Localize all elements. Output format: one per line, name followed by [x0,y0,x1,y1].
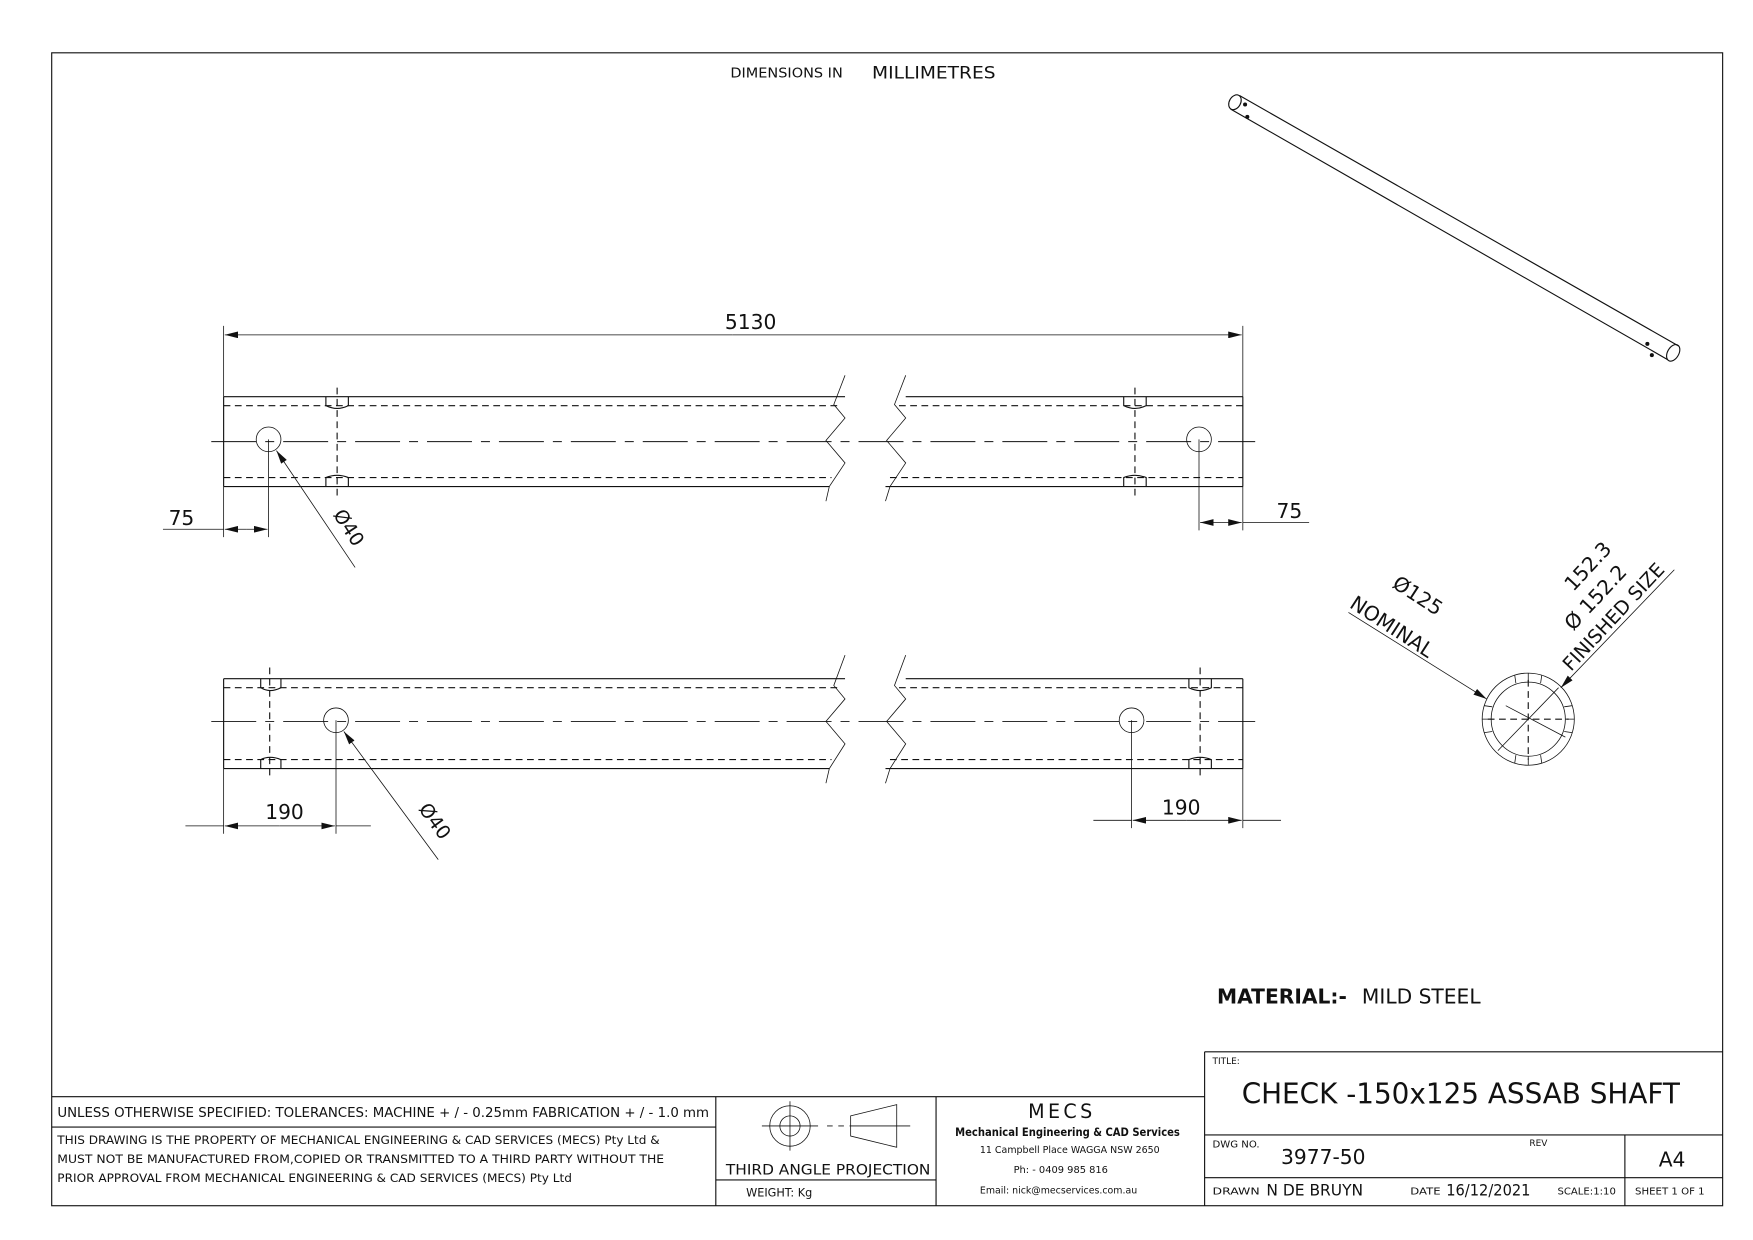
property-notice-line: THIS DRAWING IS THE PROPERTY OF MECHANIC… [56,1134,660,1147]
property-notice-line: MUST NOT BE MANUFACTURED FROM,COPIED OR … [57,1153,664,1166]
end-section-view: Ø125 NOMINAL 152.3 Ø 152.2 FINISHED SIZE [1346,537,1675,766]
weight-label: WEIGHT: Kg [746,1187,812,1200]
title-block: UNLESS OTHERWISE SPECIFIED: TOLERANCES: … [51,1051,1723,1206]
dim-overall-length: 5130 [725,310,776,334]
title-label: TITLE: [1211,1057,1239,1067]
tolerances-note: UNLESS OTHERWISE SPECIFIED: TOLERANCES: … [57,1106,709,1121]
projection-label: THIRD ANGLE PROJECTION [725,1161,931,1178]
property-notice-line: PRIOR APPROVAL FROM MECHANICAL ENGINEERI… [57,1172,572,1185]
dwg-no: 3977-50 [1281,1145,1365,1169]
isometric-view [1228,94,1681,362]
material-label: MATERIAL:- [1217,984,1347,1008]
drawing-title: CHECK -150x125 ASSAB SHAFT [1242,1077,1681,1110]
units-label: MILLIMETRES [872,63,996,83]
company-email: Email: nick@mecservices.com.au [980,1185,1137,1196]
drawn-by: N DE BRUYN [1266,1181,1363,1200]
material-value: MILD STEEL [1362,984,1481,1008]
date-label: DATE [1410,1186,1440,1197]
sheet-number: SHEET 1 OF 1 [1635,1186,1705,1197]
dwg-no-label: DWG NO. [1212,1139,1259,1150]
company-name: Mechanical Engineering & CAD Services [955,1125,1180,1139]
scale: SCALE:1:10 [1557,1186,1615,1197]
third-angle-projection-icon [761,1101,911,1151]
company-address: 11 Campbell Place WAGGA NSW 2650 [980,1145,1160,1156]
dim-bottom-right-offset: 190 [1162,796,1201,820]
top-view: 5130 75 Ø40 75 [162,310,1310,568]
sheet-border [51,52,1724,1207]
rev-label: REV [1529,1139,1548,1149]
dim-top-left-offset: 75 [169,506,195,530]
drawn-label: DRAWN [1212,1186,1259,1197]
dim-top-right-offset: 75 [1277,499,1303,523]
company-logo: MECS [1028,1100,1095,1123]
dim-nominal-dia: Ø125 [1388,571,1447,621]
units-prefix: DIMENSIONS IN [730,66,842,82]
drawing-date: 16/12/2021 [1446,1181,1530,1200]
company-phone: Ph: - 0409 985 816 [1014,1165,1108,1176]
dim-top-hole-dia: Ø40 [328,505,369,551]
dim-bottom-left-offset: 190 [265,800,304,824]
sheet-size: A4 [1659,1147,1686,1171]
bottom-view: 190 Ø40 190 [185,654,1282,860]
dim-bottom-hole-dia: Ø40 [414,798,456,843]
